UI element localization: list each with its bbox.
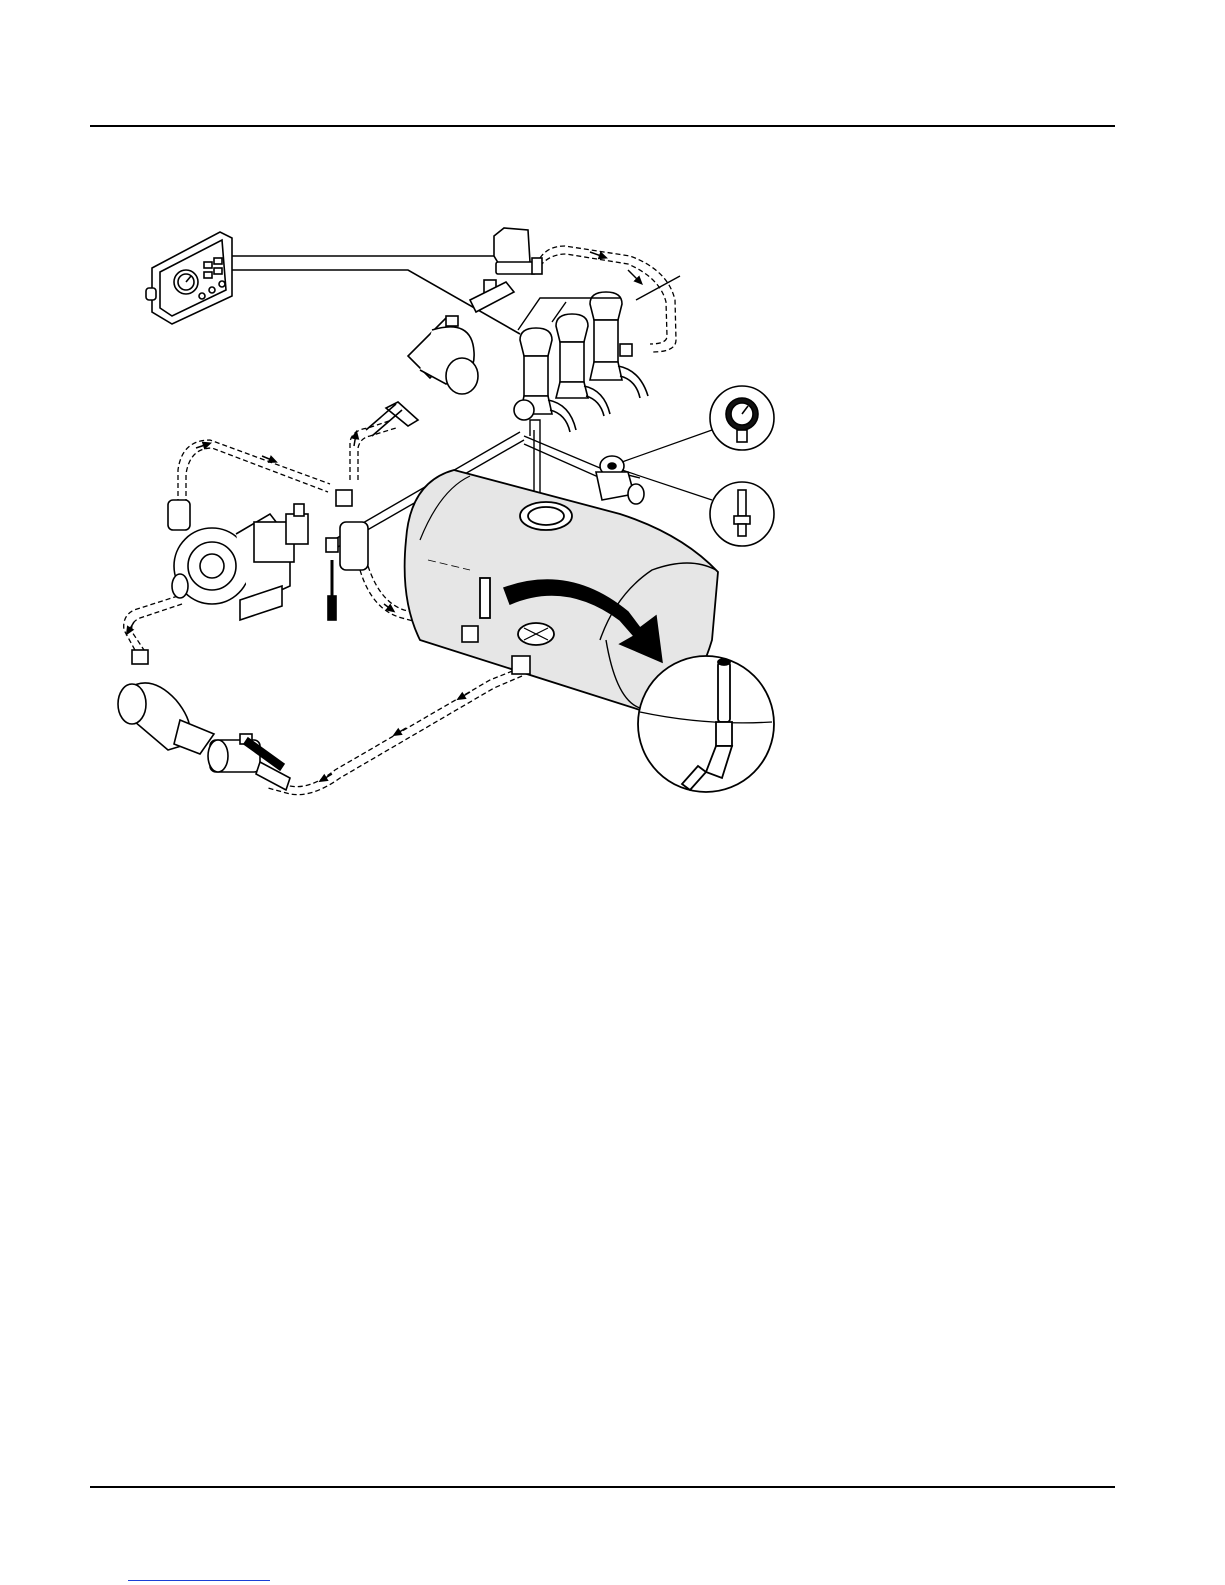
shutoff-valve [208,734,290,790]
pressure-strainer [366,316,478,436]
suction-strainer [118,650,214,754]
footer-link-underline[interactable] [128,1580,270,1581]
boom-valve-3 [590,292,648,398]
gauge-tee [596,456,644,504]
control-box [146,232,520,334]
pump [168,500,308,620]
footer-rule [90,1486,1115,1488]
agitation-valve [326,490,368,620]
agitator-detail [638,656,774,792]
pressure-gauge [622,386,774,462]
master-valve [470,228,542,312]
